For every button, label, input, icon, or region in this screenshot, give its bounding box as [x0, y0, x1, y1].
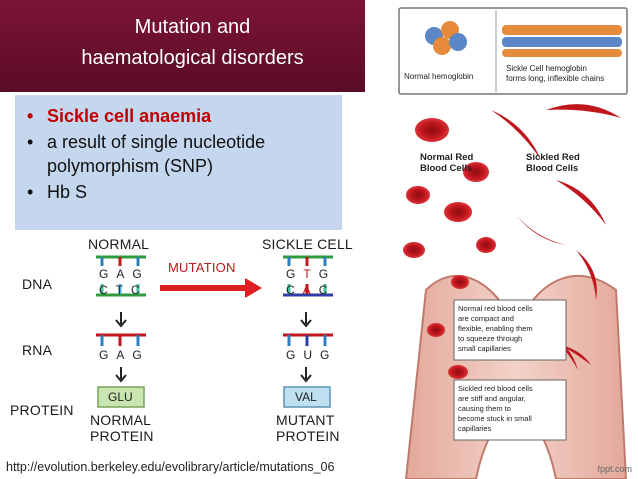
- sickle-hemoglobin-chain: [502, 25, 622, 57]
- normal-rbc: [476, 237, 496, 253]
- normal-rbc: [448, 365, 468, 379]
- normal-header: NORMAL: [88, 236, 150, 252]
- sickle-dna-bottom-bases: CAC: [286, 283, 336, 297]
- normal-rbc: [427, 323, 445, 337]
- normal-dna-bottom-bases: CTC: [99, 283, 148, 297]
- bullet-sickle-cell: Sickle cell anaemia: [25, 104, 265, 128]
- sickle-dna-top-bases: GTG: [286, 267, 337, 281]
- normal-rbc: [403, 242, 425, 258]
- bullet-snp: a result of single nucleotide polymorphi…: [25, 130, 265, 178]
- glu-label: GLU: [108, 390, 133, 404]
- sickled-rbc: [546, 104, 621, 118]
- normal-rbc: [415, 118, 449, 142]
- normal-hemoglobin-icon: [425, 21, 467, 55]
- callout-sickled-box: [453, 379, 567, 441]
- sickled-rbc: [516, 215, 566, 245]
- down-arrow: [115, 367, 127, 383]
- source-url[interactable]: http://evolution.berkeley.edu/evolibrary…: [6, 460, 335, 474]
- down-arrow: [300, 312, 312, 328]
- title-line-2: haematological disorders: [81, 47, 304, 69]
- normal-dna-top-bases: GAG: [99, 267, 150, 281]
- sickled-rbc: [576, 250, 597, 300]
- mutation-label: MUTATION: [168, 260, 236, 275]
- normal-rbc: [444, 202, 472, 222]
- sickle-rna-bases: GUG: [286, 348, 338, 362]
- sickled-rbc: [556, 180, 606, 225]
- bullet-hbs: Hb S: [25, 180, 265, 204]
- rbc-illustration: Normal hemoglobin Sickle Cell hemoglobin…: [396, 0, 638, 479]
- title-band: [0, 0, 365, 92]
- bullet-list: Sickle cell anaemia a result of single n…: [25, 104, 265, 206]
- val-box: [283, 386, 331, 408]
- sickle-header: SICKLE CELL: [262, 236, 353, 252]
- bullet-snp-line2: polymorphism (SNP): [47, 156, 214, 176]
- mutation-diagram: NORMAL SICKLE CELL DNA RNA PROTEIN MUTAT…: [0, 232, 380, 457]
- callout-normal-box: [453, 299, 567, 361]
- diagram-graphics: [96, 255, 333, 408]
- val-label: VAL: [295, 390, 317, 404]
- normal-rna-bases: GAG: [99, 348, 150, 362]
- rbc-graphics: [398, 7, 628, 479]
- row-label-rna: RNA: [22, 342, 53, 358]
- fppt-watermark: fppt.com: [597, 464, 632, 474]
- glu-box: [97, 386, 145, 408]
- row-label-dna: DNA: [22, 276, 53, 292]
- mutation-arrow: [160, 278, 262, 298]
- normal-hemoglobin-label: Normal hemoglobin: [404, 72, 474, 81]
- bullet-snp-line1: a result of single nucleotide: [47, 132, 266, 152]
- normal-rbc: [463, 162, 489, 182]
- slide-title: Mutation and haematological disorders: [20, 12, 365, 74]
- row-label-protein: PROTEIN: [10, 402, 74, 418]
- down-arrow: [115, 312, 127, 328]
- normal-rbc: [406, 186, 430, 204]
- down-arrow: [300, 367, 312, 383]
- normal-rbc: [451, 275, 469, 289]
- title-line-1: Mutation and: [134, 16, 251, 38]
